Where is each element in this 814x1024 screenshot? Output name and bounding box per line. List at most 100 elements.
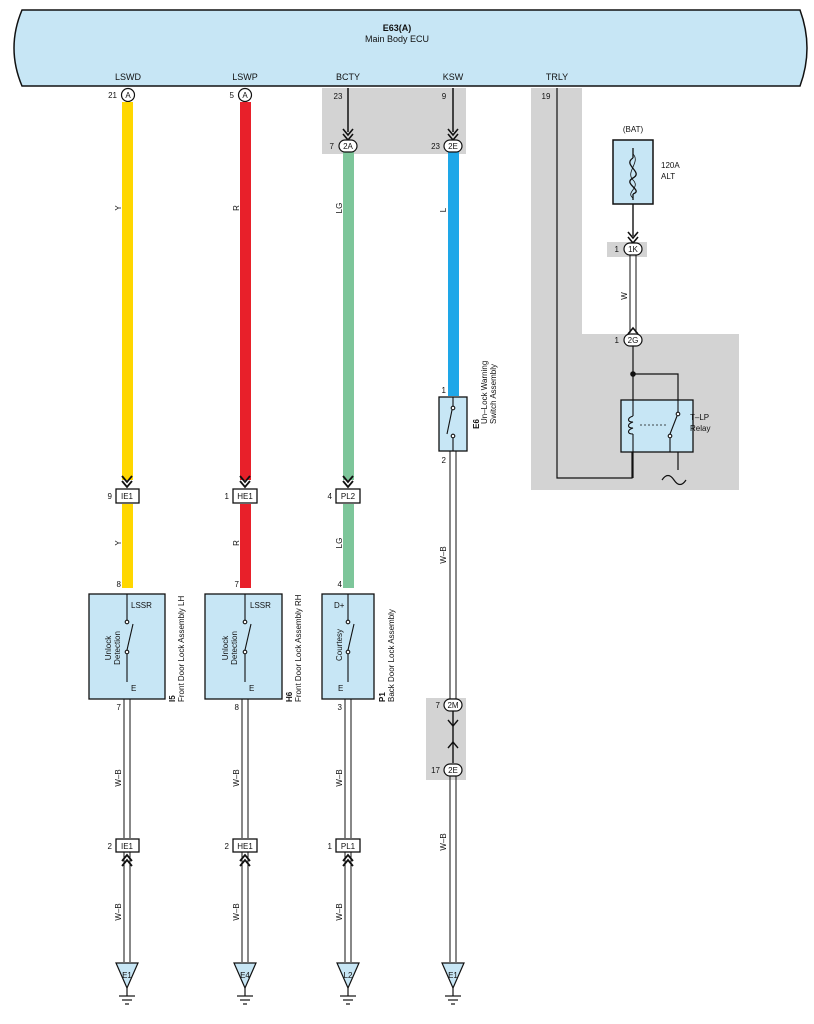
ecu-pin-bcty: 23 [334, 92, 343, 101]
connector-ie1-upper: IE1 9 [108, 488, 140, 504]
connector-pl1-lower-pin: 1 [328, 842, 333, 851]
wire-label-r1: R [232, 205, 241, 211]
ecu-signal-ksw: KSW [443, 72, 464, 82]
ecu-signal-lswd: LSWD [115, 72, 142, 82]
switch-i5-top-term: LSSR [131, 601, 152, 610]
wire-label-l: L [439, 207, 448, 212]
switch-h6: 7 LSSR E Unlock Detection 8 H6 Front Doo… [204, 580, 303, 712]
connector-ie1-upper-pin: 9 [108, 492, 113, 501]
arrow-ie1-upper [121, 475, 133, 489]
wire-label-w: W [620, 292, 629, 300]
wire-wb-e6 [449, 451, 457, 962]
connector-ie1-lower-pin: 2 [108, 842, 113, 851]
connector-he1-lower-id: HE1 [237, 842, 253, 851]
connector-2a-id: 2A [343, 142, 353, 151]
connector-1k: 1K 1 [615, 242, 643, 256]
switch-p1-name: Back Door Lock Assembly [387, 609, 396, 702]
connector-2e-pin: 23 [431, 142, 440, 151]
relay-output-tilde-icon [661, 474, 687, 486]
switch-p1-inner-1: Courtesy [335, 629, 344, 661]
wire-label-wb-h6-1: W–B [232, 769, 241, 786]
wire-wb-h6 [241, 699, 249, 962]
arrow-pl1-lower [342, 853, 354, 867]
switch-i5-name: Front Door Lock Assembly LH [177, 596, 186, 702]
connector-pl2-upper: PL2 4 [328, 488, 361, 504]
e6-top-pin: 1 [442, 386, 447, 395]
ground-icon [445, 988, 461, 1005]
wire-label-wb-p1-1: W–B [335, 769, 344, 786]
ground-e4: E4 [233, 962, 257, 1005]
wire-label-wb-h6-2: W–B [232, 903, 241, 920]
connector-ie1-lower: IE1 2 [108, 838, 140, 853]
connector-he1-lower: HE1 2 [225, 838, 258, 853]
wire-trly [556, 88, 633, 479]
switch-h6-code: H6 [285, 691, 294, 702]
switch-p1-bottom-pin: 3 [338, 703, 343, 712]
wire-label-r2: R [232, 540, 241, 546]
ecu-name: Main Body ECU [365, 34, 429, 44]
switch-h6-icon [242, 594, 252, 682]
arrow-pl2-upper [342, 475, 354, 489]
e6-name-2: Switch Assembly [489, 364, 498, 424]
relay-coil-icon [627, 400, 634, 452]
connector-he1-upper-id: HE1 [237, 492, 253, 501]
switch-h6-top-term: LSSR [250, 601, 271, 610]
wire-r-lower [240, 504, 251, 588]
switch-p1-code: P1 [378, 692, 387, 702]
ecu-connector-label: A [125, 91, 131, 100]
ecu-signal-trly: TRLY [546, 72, 568, 82]
ecu-signal-lswp: LSWP [232, 72, 258, 82]
connector-2g-pin: 1 [615, 336, 620, 345]
relay-name-2: Relay [690, 424, 710, 433]
ecu-signal-bcty: BCTY [336, 72, 360, 82]
wire-w [629, 255, 637, 333]
connector-2e-lower-id: 2E [448, 766, 458, 775]
switch-h6-top-pin: 7 [235, 580, 240, 589]
arrow-ie1-lower [121, 853, 133, 867]
switch-i5-inner-2: Detection [113, 631, 122, 665]
connector-pl2-upper-id: PL2 [341, 492, 356, 501]
connector-2e-id: 2E [448, 142, 458, 151]
ground-e1-right-label: E1 [448, 971, 458, 980]
wire-r-upper [240, 102, 251, 480]
wire-lg-lower [343, 504, 354, 588]
wire-label-wb-e6-1: W–B [439, 546, 448, 563]
connector-he1-lower-pin: 2 [225, 842, 230, 851]
ecu-pin-trly: 19 [542, 92, 551, 101]
arrow-2g [627, 326, 639, 335]
switch-h6-bottom-term: E [249, 684, 254, 693]
switch-h6-inner-2: Detection [230, 631, 239, 665]
wire-y-upper [122, 102, 133, 480]
connector-pl1-lower-id: PL1 [341, 842, 356, 851]
connector-ie1-lower-id: IE1 [121, 842, 134, 851]
relay-name-1: T–LP [690, 413, 709, 422]
arrow-he1-lower [239, 853, 251, 867]
relay-switch-icon [667, 400, 681, 452]
e6-switch-icon [446, 397, 456, 451]
connector-2g: 2G 1 [615, 333, 643, 347]
ecu-connector-a-lswp: A [237, 87, 253, 103]
connector-2m-id: 2M [447, 701, 458, 710]
ground-e1-left-label: E1 [122, 971, 132, 980]
wire-label-wb-i5-2: W–B [114, 903, 123, 920]
wire-wb-i5 [123, 699, 131, 962]
wire-label-y2: Y [114, 540, 123, 546]
switch-i5-bottom-pin: 7 [117, 703, 122, 712]
wire-label-lg2: LG [335, 538, 344, 549]
ground-l2-label: L2 [344, 971, 353, 980]
connector-2e-lower-pin: 17 [431, 766, 440, 775]
wire-l [448, 152, 459, 396]
wire-label-wb-e6-2: W–B [439, 833, 448, 850]
wire-wb-p1 [344, 699, 352, 962]
ground-icon [237, 988, 253, 1005]
connector-pl2-upper-pin: 4 [328, 492, 333, 501]
wire-label-lg1: LG [335, 203, 344, 214]
connector-1k-id: 1K [628, 245, 638, 254]
ground-e1-left: E1 [115, 962, 139, 1005]
connector-2g-id: 2G [628, 336, 639, 345]
wire-label-y1: Y [114, 205, 123, 211]
arrow-2m-2e [447, 711, 459, 763]
ground-icon [340, 988, 356, 1005]
connector-2a: 2A 7 [330, 139, 358, 153]
